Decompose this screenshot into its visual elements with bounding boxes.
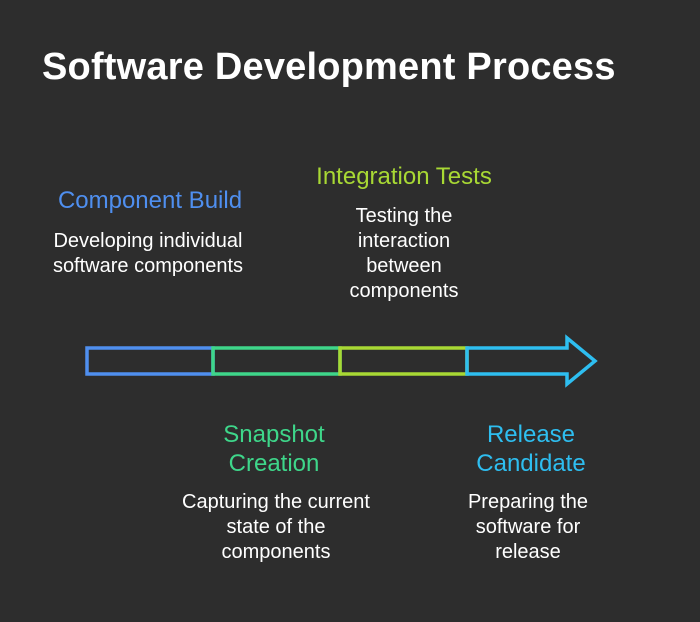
stage-desc-integration-tests: Testing the interaction between componen… <box>349 205 459 302</box>
arrow-segment-release-candidate <box>465 334 598 388</box>
stage-desc-release-candidate: Preparing the software for release <box>467 491 589 563</box>
arrow-segment-snapshot-creation <box>211 346 342 376</box>
stage-desc-snapshot-creation: Capturing the current state of the compo… <box>182 491 370 563</box>
page-title: Software Development Process <box>42 46 616 88</box>
stage-title-release-candidate: Release Candidate <box>476 421 586 477</box>
stage-title-snapshot-creation: Snapshot Creation <box>223 421 325 477</box>
arrow-segment-component-build <box>85 346 215 376</box>
stage-title-integration-tests: Integration Tests <box>316 163 492 190</box>
stage-desc-component-build: Developing individual software component… <box>52 230 244 277</box>
stage-title-component-build: Component Build <box>57 187 243 214</box>
arrow-segment-integration-tests <box>338 346 469 376</box>
